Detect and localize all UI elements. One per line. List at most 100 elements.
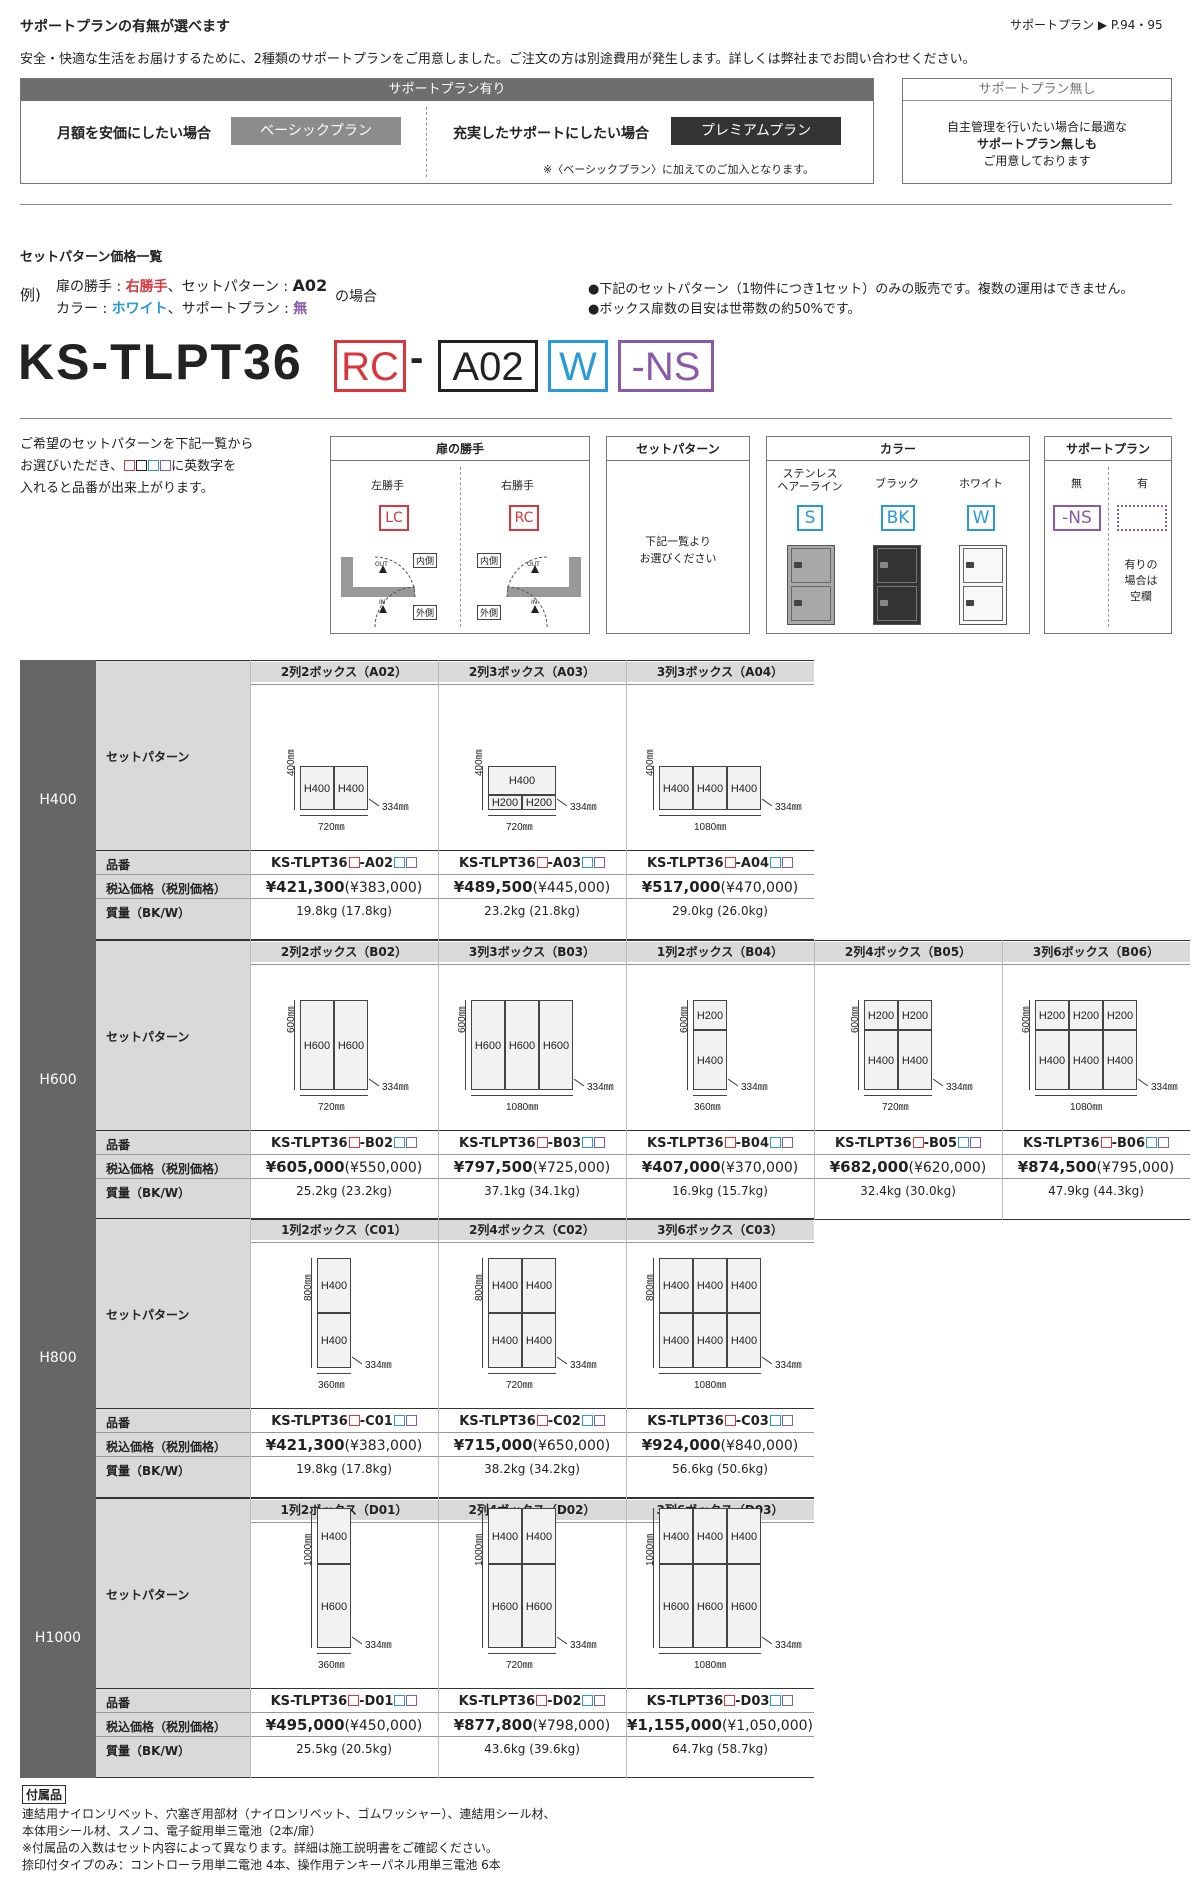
price-excl: (¥470,000) <box>720 880 799 896</box>
w-color-option[interactable]: W <box>967 505 995 531</box>
width-line <box>488 815 556 816</box>
set-code: D01 <box>364 1694 394 1709</box>
height-line <box>653 1508 654 1648</box>
box-unit: H400 <box>1069 1030 1103 1090</box>
red-square-icon <box>724 1415 736 1426</box>
width-dimension: 720㎜ <box>506 822 533 833</box>
blue-square-icon <box>393 1415 405 1426</box>
price-excl: (¥840,000) <box>720 1438 799 1454</box>
support-plan-with-title: サポートプラン有り <box>21 79 873 101</box>
row-divider <box>96 1219 1190 1220</box>
column-divider <box>1002 940 1003 1220</box>
box-unit: H200 <box>898 1000 932 1030</box>
accessories-title: 付属品 <box>22 1785 67 1804</box>
column-divider <box>250 1498 251 1778</box>
red-square-icon <box>348 1137 360 1148</box>
box-unit: H400 <box>727 1313 761 1368</box>
part-no-label: 品番 <box>106 1416 131 1430</box>
width-line <box>659 1653 761 1654</box>
model-base: KS-TLPT36 <box>458 856 536 871</box>
inside-label: 内側 <box>413 553 438 568</box>
part-number: KS-TLPT36-B04 <box>626 1136 814 1151</box>
ex-label: 、サポートプラン : <box>167 301 294 317</box>
row-label-column: セットパターン品番税込価格（税別価格）質量（BK/W） <box>96 1498 250 1778</box>
weight: 32.4kg (30.0kg) <box>860 1184 956 1198</box>
blue-square-icon <box>581 1415 593 1426</box>
width-dimension: 720㎜ <box>882 1102 909 1113</box>
box-unit: H600 <box>693 1564 727 1648</box>
width-dimension: 1080㎜ <box>694 1660 727 1671</box>
model-base: KS-TLPT36 <box>1023 1136 1100 1151</box>
height-line <box>653 766 654 810</box>
column-divider <box>626 1218 627 1498</box>
part-number: KS-TLPT36-B02 <box>250 1136 438 1151</box>
price: ¥605,000(¥550,000) <box>250 1158 438 1176</box>
box-unit: H400 <box>317 1508 351 1564</box>
column-divider <box>626 660 627 940</box>
column-divider <box>626 1498 627 1778</box>
depth-line <box>573 1078 585 1087</box>
column-title: 1列2ボックス（B04） <box>626 942 814 962</box>
price-excl: (¥620,000) <box>908 1160 987 1176</box>
set-code: D02 <box>552 1694 582 1709</box>
width-line <box>300 1095 368 1096</box>
page-reference[interactable]: サポートプラン ▶ P.94・95 <box>1010 16 1163 33</box>
ex-set-value: A02 <box>292 276 328 295</box>
box-unit: H400 <box>693 1313 727 1368</box>
box-unit: H400 <box>334 766 368 810</box>
row-divider <box>96 898 814 899</box>
without-line: サポートプラン無しも <box>976 137 1097 151</box>
support-blank-option[interactable] <box>1117 505 1167 531</box>
height-line <box>311 1508 312 1648</box>
width-line <box>659 1373 761 1374</box>
height-line <box>465 1000 466 1090</box>
accessories-line: 本体用シール材、スノコ、電子錠用単三電池（2本/扉） <box>22 1824 322 1838</box>
weight: 47.9kg (44.3kg) <box>1048 1184 1144 1198</box>
dash: - <box>359 1694 365 1709</box>
dash: - <box>359 856 365 871</box>
box-unit: H600 <box>659 1564 693 1648</box>
support-plan-without-panel: サポートプラン無し 自主管理を行いたい場合に最適な サポートプラン無しも ご用意… <box>902 78 1172 184</box>
sales-note-1: ●下記のセットパターン（1物件につき1セット）のみの販売です。複数の運用はできま… <box>588 282 1134 297</box>
part-number: KS-TLPT36-C02 <box>438 1414 626 1429</box>
reference-label: サポートプラン <box>1010 18 1095 32</box>
column-divider <box>250 660 251 940</box>
stainless-line: ヘアーライン <box>777 480 843 493</box>
box-unit: H400 <box>898 1030 932 1090</box>
depth-dimension: 334㎜ <box>570 1640 597 1651</box>
column-title: 3列6ボックス（B06） <box>1002 942 1190 962</box>
support-option-panel: サポートプラン 無 有 -NS 有りの 場合は 空欄 <box>1044 436 1172 634</box>
ex-label: カラー : <box>56 301 112 317</box>
model-base: KS-TLPT36 <box>459 1136 536 1151</box>
door-swing-diagram <box>341 556 581 628</box>
without-line: 自主管理を行いたい場合に最適な <box>946 120 1127 134</box>
row-divider <box>96 1777 814 1778</box>
purple-square-icon <box>782 1695 794 1706</box>
depth-dimension: 334㎜ <box>1151 1082 1178 1093</box>
height-line <box>294 766 295 810</box>
depth-dimension: 334㎜ <box>946 1082 973 1093</box>
price-incl: ¥605,000 <box>265 1158 345 1176</box>
lc-option[interactable]: LC <box>379 505 409 531</box>
row-divider <box>96 1498 814 1499</box>
s-color-option[interactable]: S <box>797 505 823 531</box>
row-divider <box>96 1178 1190 1179</box>
rc-option[interactable]: RC <box>509 505 539 531</box>
red-square-icon <box>724 1695 736 1706</box>
ns-option[interactable]: -NS <box>1053 505 1101 531</box>
width-line <box>659 815 761 816</box>
part-number: KS-TLPT36-B03 <box>438 1136 626 1151</box>
set-code: A04 <box>740 856 770 871</box>
column-title: 2列2ボックス（B02） <box>250 942 438 962</box>
price-incl: ¥421,300 <box>265 1436 345 1454</box>
stainless-line: ステンレス <box>782 467 838 480</box>
basic-plan-badge: ベーシックプラン <box>231 117 401 145</box>
support-has-label: 有 <box>1137 477 1148 490</box>
bk-color-option[interactable]: BK <box>881 505 915 531</box>
weight: 25.5kg (20.5kg) <box>296 1742 392 1756</box>
column-title: 3列3ボックス（B03） <box>438 942 626 962</box>
depth-line <box>351 1636 363 1645</box>
box-unit: H400 <box>659 1313 693 1368</box>
model-base: KS-TLPT36 <box>647 1136 724 1151</box>
depth-dimension: 334㎜ <box>587 1082 614 1093</box>
